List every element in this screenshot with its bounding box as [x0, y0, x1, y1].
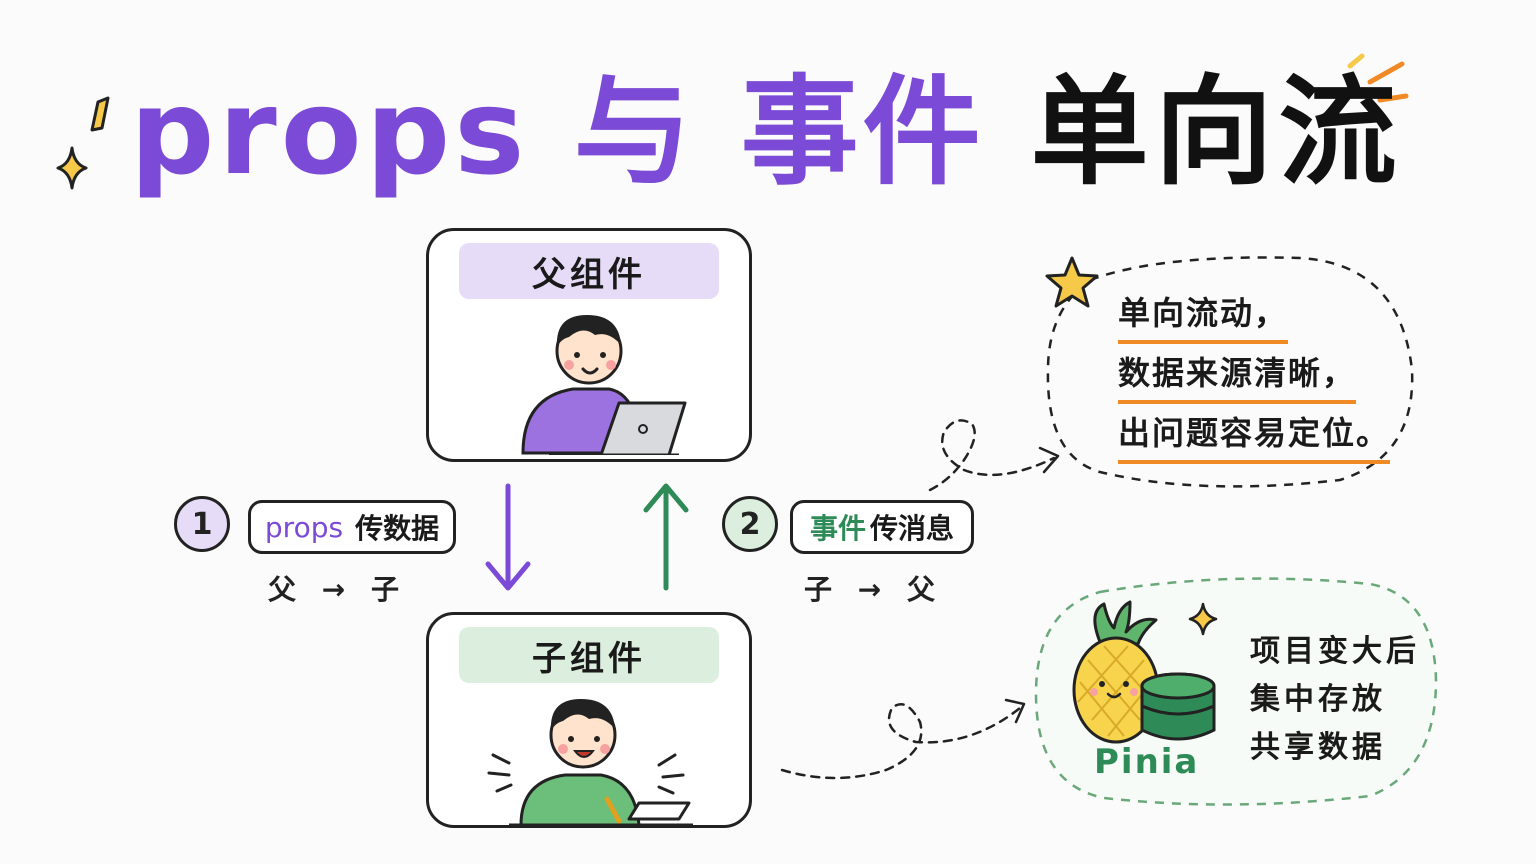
title-part-props-events: props 与 事件 [130, 62, 985, 201]
parent-component-label: 父组件 [459, 243, 719, 299]
step-1-pill: props 传数据 [248, 500, 456, 554]
note-connector-arrow [928, 419, 1060, 492]
step-1-badge: 1 [174, 496, 230, 552]
child-component-box: 子组件 [426, 612, 752, 828]
step-2-pill: 事件 传消息 [790, 500, 974, 554]
sparkle-small-icon [1188, 602, 1218, 636]
step-1-direction: 父 → 子 [268, 573, 407, 606]
step-1-text: 传数据 [355, 512, 440, 545]
event-up-arrow [643, 483, 689, 591]
step-2-keyword: 事件 [809, 512, 866, 545]
pinia-line-3: 共享数据 [1250, 730, 1386, 765]
star-icon [1045, 256, 1099, 308]
step-2-badge: 2 [722, 496, 778, 552]
sparkle-icon [56, 96, 110, 190]
pinia-connector-arrow [780, 698, 1026, 780]
boy-with-laptop-icon [521, 315, 687, 455]
pinia-line-1: 项目变大后 [1250, 634, 1420, 669]
note-bubble [1046, 256, 1414, 488]
page-title: props 与 事件 单向流 [130, 36, 1403, 206]
pinia-line-2: 集中存放 [1250, 682, 1386, 717]
pinia-pineapple-icon [1072, 600, 1216, 744]
note-line-3: 出问题容易定位。 [1118, 408, 1391, 464]
note-line-2: 数据来源清晰， [1118, 348, 1357, 404]
step-2-direction: 子 → 父 [804, 573, 943, 606]
pinia-label: Pinia [1094, 742, 1200, 782]
boy-writing-icon [487, 699, 693, 827]
child-component-label: 子组件 [459, 627, 719, 683]
step-1-keyword: props [264, 510, 344, 544]
props-down-arrow [485, 483, 531, 591]
step-2-text: 传消息 [870, 512, 955, 545]
title-part-one-way-flow: 单向流 [1030, 62, 1403, 201]
sparkle-lines-icon [1347, 53, 1409, 103]
parent-component-box: 父组件 [426, 228, 752, 462]
note-line-1: 单向流动， [1118, 288, 1289, 344]
